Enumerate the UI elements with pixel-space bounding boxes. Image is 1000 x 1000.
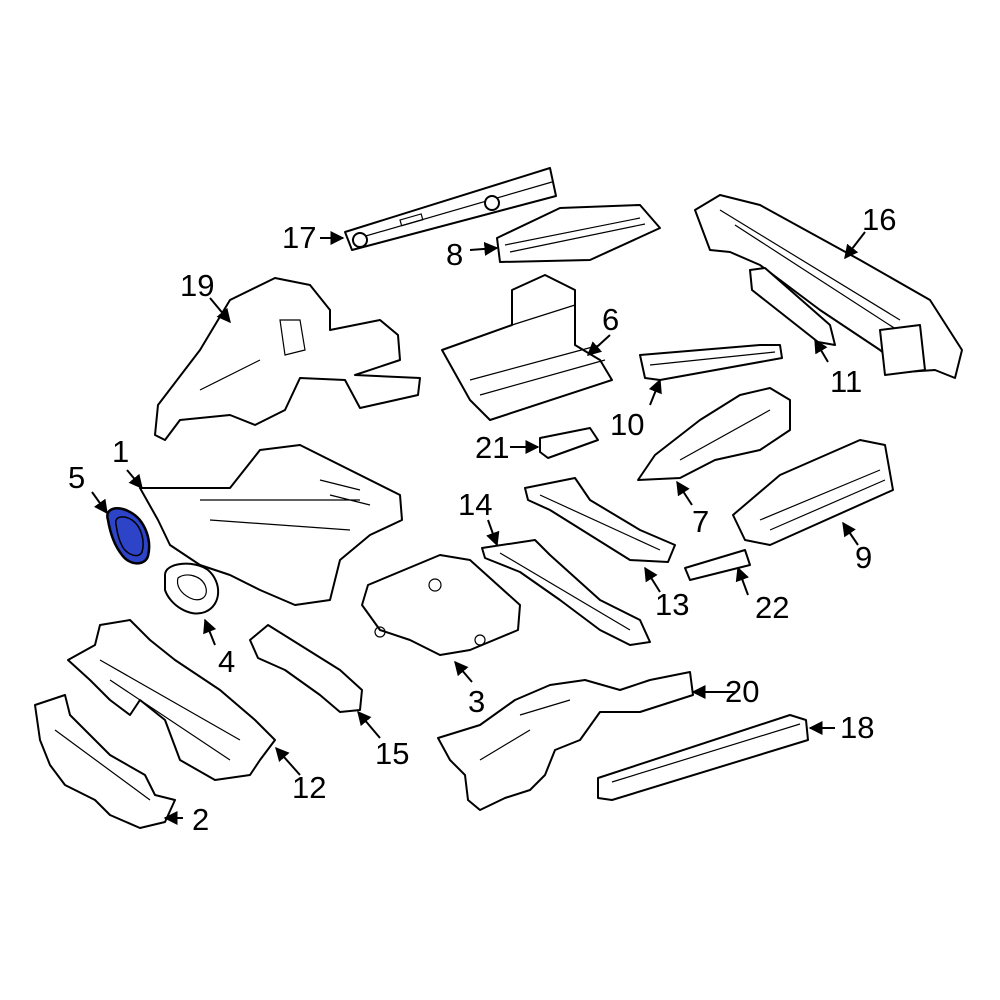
part-9-tray[interactable] bbox=[732, 439, 894, 546]
callout-17: 17 bbox=[282, 220, 316, 255]
part-11-bracket[interactable] bbox=[749, 267, 836, 346]
part-15-bracket[interactable] bbox=[249, 624, 363, 713]
part-4-plug[interactable] bbox=[164, 562, 220, 615]
part-10-bar[interactable] bbox=[639, 344, 783, 381]
callout-9: 9 bbox=[855, 540, 872, 575]
callout-10: 10 bbox=[610, 407, 644, 442]
callout-labels: 1 5 4 3 2 12 15 14 13 22 21 10 7 9 6 8 1… bbox=[68, 202, 896, 837]
callout-13: 13 bbox=[655, 587, 689, 622]
part-3-pan[interactable] bbox=[361, 554, 521, 656]
callout-19: 19 bbox=[180, 268, 214, 303]
part-6-box[interactable] bbox=[441, 274, 613, 421]
part-16-beam[interactable] bbox=[694, 194, 963, 379]
callout-11: 11 bbox=[830, 364, 862, 399]
callout-14: 14 bbox=[458, 487, 492, 522]
callout-3: 3 bbox=[468, 684, 485, 719]
callout-4: 4 bbox=[218, 644, 235, 679]
callout-20: 20 bbox=[725, 674, 759, 709]
part-12-front-structure[interactable] bbox=[67, 619, 276, 781]
part-22-bracket[interactable] bbox=[684, 549, 751, 581]
part-21-bracket[interactable] bbox=[539, 427, 599, 459]
callout-22: 22 bbox=[755, 590, 789, 625]
callout-12: 12 bbox=[292, 770, 326, 805]
callout-6: 6 bbox=[602, 302, 619, 337]
part-13-crossmember[interactable] bbox=[524, 477, 676, 563]
callout-1: 1 bbox=[112, 434, 129, 469]
leader-lines bbox=[91, 231, 866, 825]
part-1-floor-pan[interactable] bbox=[139, 444, 403, 606]
callout-21: 21 bbox=[475, 430, 509, 465]
part-8-panel[interactable] bbox=[496, 204, 661, 263]
part-5-seal-ring[interactable] bbox=[106, 507, 151, 565]
part-14-crossmember[interactable] bbox=[481, 539, 651, 646]
callout-16: 16 bbox=[862, 202, 896, 237]
callout-7: 7 bbox=[692, 504, 709, 539]
callout-18: 18 bbox=[840, 710, 874, 745]
callout-2: 2 bbox=[192, 802, 209, 837]
part-17-rail[interactable] bbox=[344, 167, 557, 251]
part-7-duct[interactable] bbox=[637, 387, 791, 481]
callout-15: 15 bbox=[375, 736, 409, 771]
callout-8: 8 bbox=[446, 237, 463, 272]
part-20-rear-wheelhouse[interactable] bbox=[437, 671, 694, 811]
part-2-lower-front[interactable] bbox=[34, 694, 176, 829]
callout-5: 5 bbox=[68, 460, 85, 495]
part-18-beam[interactable] bbox=[597, 714, 809, 801]
